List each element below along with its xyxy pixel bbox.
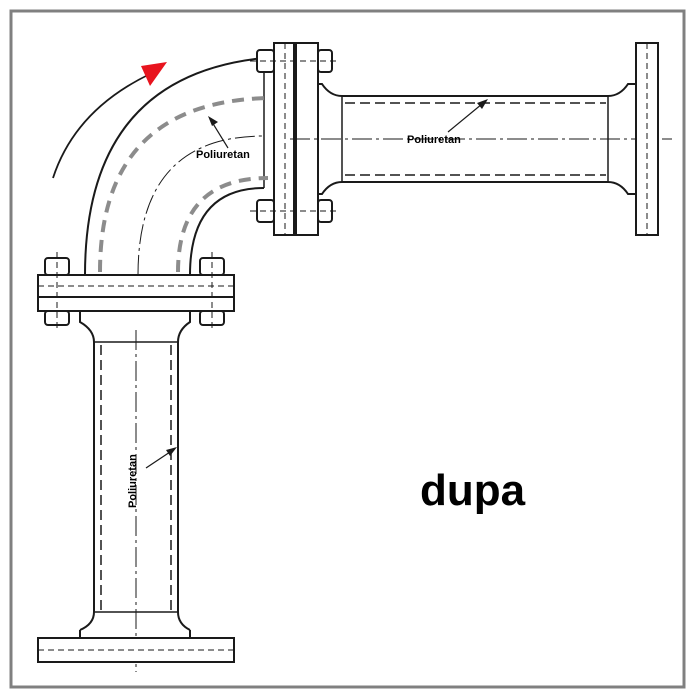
- rotation-arrow: [52, 62, 167, 179]
- elbow-lining: [98, 96, 269, 273]
- flange-joint-bottom: [37, 252, 235, 330]
- elbow-lining-label: Poliuretan: [196, 149, 250, 161]
- caption-dupa: dupa: [420, 466, 526, 515]
- horizontal-pipe: [290, 42, 672, 236]
- vertical-pipe: [37, 311, 235, 672]
- elbow-lining-inner: [176, 176, 269, 273]
- horizontal-lining-label: Poliuretan: [407, 134, 461, 146]
- figure-border: [9, 9, 686, 689]
- leader-lines: [145, 99, 488, 469]
- bottom-flange: [37, 637, 235, 663]
- vertical-lining-label: Poliuretan: [127, 454, 139, 508]
- curved-arrow-icon: [141, 62, 167, 86]
